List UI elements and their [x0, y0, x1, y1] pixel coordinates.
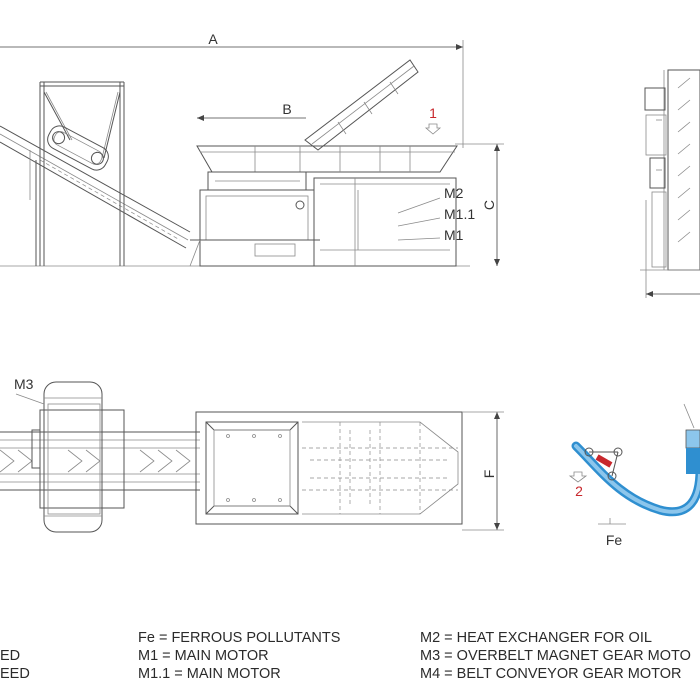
legend-col1-line1: ED: [0, 648, 20, 664]
point-1-label: 1: [429, 105, 437, 121]
legend-col3-line1: M2 = HEAT EXCHANGER FOR OIL: [420, 630, 652, 646]
plan-view: F: [0, 381, 504, 533]
callout-m2: M2: [444, 185, 464, 201]
dimension-c-label: C: [481, 200, 497, 210]
shredder-machine: [189, 59, 458, 267]
callout-m1: M1: [444, 227, 464, 243]
legend: ED EED Fe = FERROUS POLLUTANTS M1 = MAIN…: [0, 630, 691, 682]
legend-col3-line2: M3 = OVERBELT MAGNET GEAR MOTO: [420, 648, 691, 664]
legend-col3-line3: M4 = BELT CONVEYOR GEAR MOTOR: [420, 666, 681, 682]
legend-col2-line1: Fe = FERROUS POLLUTANTS: [138, 630, 340, 646]
callout-m3: M3: [14, 376, 34, 392]
end-view: [640, 69, 700, 298]
inclined-conveyor: [0, 125, 191, 266]
legend-col1-line2: EED: [0, 666, 30, 682]
dimension-b-label: B: [282, 101, 291, 117]
dimension-f-label: F: [481, 470, 497, 479]
side-view: A B C 1: [0, 31, 504, 267]
callout-fe: Fe: [606, 532, 623, 548]
dimension-a-label: A: [208, 31, 218, 47]
callout-m1-1: M1.1: [444, 206, 475, 222]
legend-col2-line3: M1.1 = MAIN MOTOR: [138, 666, 281, 682]
point-2-label: 2: [575, 483, 583, 499]
legend-col2-line2: M1 = MAIN MOTOR: [138, 648, 269, 664]
overbelt-magnet-frame: [39, 81, 125, 266]
magnet-separation-detail: [568, 403, 700, 525]
